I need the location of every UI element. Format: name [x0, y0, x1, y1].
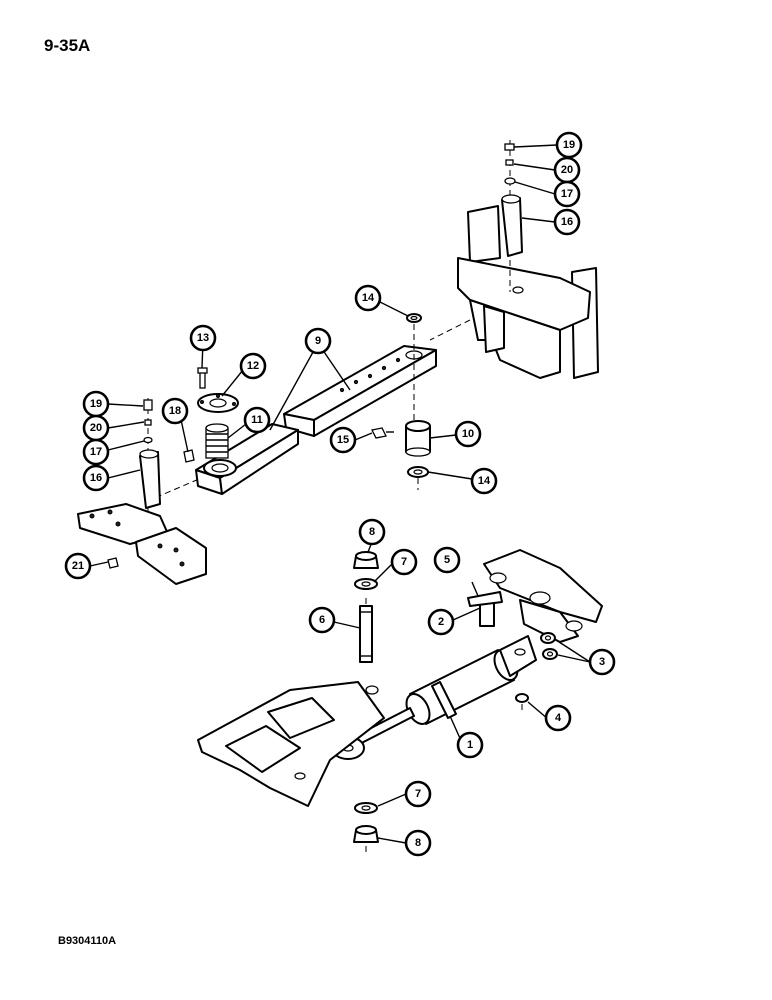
svg-text:6: 6: [319, 614, 325, 626]
callout-16-lower: 16: [82, 464, 110, 492]
svg-text:1: 1: [467, 739, 473, 751]
callout-10: 10: [454, 420, 482, 448]
washer-pair: [540, 632, 558, 660]
page-number: 9-35A: [44, 36, 91, 55]
mounting-bracket-left: [77, 503, 207, 585]
cap-screw: [197, 367, 208, 389]
cylinder-anchor-bracket: [483, 549, 603, 643]
thrust-washer-lower: [407, 466, 429, 490]
hydraulic-cylinder: [331, 635, 537, 760]
callout-17-upper: 17: [553, 180, 581, 208]
callout-14-upper: 14: [354, 284, 382, 312]
svg-text:2: 2: [438, 616, 444, 628]
callout-8-lower: 8: [404, 829, 432, 857]
svg-text:14: 14: [478, 475, 491, 487]
callout-11: 11: [243, 406, 271, 434]
svg-text:17: 17: [561, 188, 573, 200]
thrust-washer-upper: [406, 313, 422, 424]
callout-16-upper: 16: [553, 208, 581, 236]
washer-upper: [354, 578, 378, 590]
callout-2: 2: [427, 608, 455, 636]
callout-21: 21: [64, 552, 92, 580]
callout-4: 4: [544, 704, 572, 732]
callout-20-lower: 20: [82, 414, 110, 442]
cylinder-mount-plate: [197, 681, 385, 807]
axle-beam: [283, 345, 437, 437]
retainer-plate: [197, 393, 239, 413]
clevis-pin: [467, 591, 503, 627]
svg-text:7: 7: [415, 788, 421, 800]
svg-text:20: 20: [561, 164, 573, 176]
callout-12: 12: [239, 352, 267, 380]
callout-9: 9: [304, 327, 332, 355]
svg-text:11: 11: [251, 414, 263, 426]
washer-lower: [354, 802, 378, 814]
svg-text:15: 15: [337, 434, 349, 446]
svg-text:7: 7: [401, 556, 407, 568]
callout-13: 13: [189, 324, 217, 352]
svg-text:4: 4: [555, 712, 562, 724]
pivot-pin-stack-left: [139, 398, 161, 516]
nut-lower: [353, 825, 379, 856]
svg-text:21: 21: [72, 560, 84, 572]
pivot-pin-stack-right: [501, 140, 523, 292]
figure-code: B9304110A: [58, 935, 117, 947]
callout-7-lower: 7: [404, 780, 432, 808]
callout-19-lower: 19: [82, 390, 110, 418]
svg-text:16: 16: [561, 216, 573, 228]
svg-text:17: 17: [90, 446, 102, 458]
svg-text:19: 19: [90, 398, 102, 410]
svg-text:13: 13: [197, 332, 209, 344]
svg-text:18: 18: [169, 405, 181, 417]
svg-text:9: 9: [315, 335, 321, 347]
cotter-pin: [471, 581, 479, 597]
leader-lines: [89, 144, 591, 844]
callout-3: 3: [588, 648, 616, 676]
bushing-right: [405, 420, 431, 457]
svg-text:5: 5: [444, 554, 450, 566]
svg-text:20: 20: [90, 422, 102, 434]
callout-14-lower: 14: [470, 467, 498, 495]
svg-text:10: 10: [462, 428, 474, 440]
callout-5: 5: [433, 546, 461, 574]
stud: [359, 598, 373, 663]
callout-18: 18: [161, 397, 189, 425]
svg-text:8: 8: [369, 526, 375, 538]
nut-upper: [353, 551, 379, 569]
axle-beam-lower: [195, 423, 299, 495]
bolt-21: [107, 557, 119, 569]
svg-text:12: 12: [247, 360, 259, 372]
bushing: [205, 423, 229, 459]
grease-fitting-left: [183, 449, 195, 463]
callout-17-lower: 17: [82, 438, 110, 466]
svg-text:16: 16: [90, 472, 102, 484]
callout-1: 1: [456, 731, 484, 759]
callout-6: 6: [308, 606, 336, 634]
callout-8-upper: 8: [358, 518, 386, 546]
grease-fitting-right: [371, 427, 394, 439]
svg-text:19: 19: [563, 139, 575, 151]
callout-7-upper: 7: [390, 548, 418, 576]
svg-text:3: 3: [599, 656, 605, 668]
svg-text:8: 8: [415, 837, 421, 849]
nut-4: [515, 693, 529, 714]
callout-19-upper: 19: [555, 131, 583, 159]
svg-text:14: 14: [362, 292, 375, 304]
mounting-bracket-right: [457, 205, 599, 379]
callout-15: 15: [329, 426, 357, 454]
callout-20-upper: 20: [553, 156, 581, 184]
